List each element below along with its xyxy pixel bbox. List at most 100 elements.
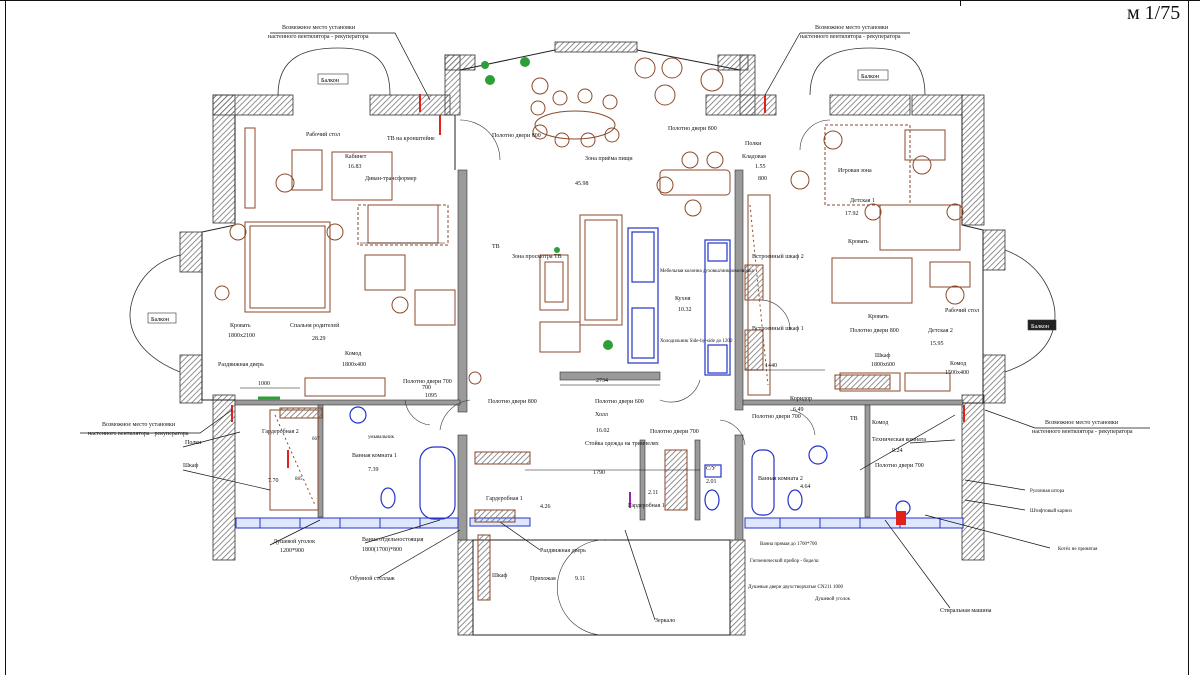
sofa-bed-label: Диван-трансформер bbox=[365, 175, 417, 182]
sheet-border-top bbox=[0, 0, 1200, 1]
ventilator-note-se-1: Возможное место установки bbox=[1045, 420, 1119, 426]
builtin-wardrobe-2: Встроенный шкаф 2 bbox=[752, 253, 804, 260]
plants bbox=[481, 57, 613, 350]
tv-label-right: ТВ bbox=[850, 416, 858, 422]
sliding-door-label-2: Раздвижная дверь bbox=[540, 548, 586, 554]
balcony-label-left: Балкон bbox=[321, 78, 340, 84]
exterior-walls bbox=[179, 41, 1006, 636]
balcony-label-west: Балкон bbox=[151, 317, 170, 323]
oven-label: Мебельная колонна духовка/микроволновка bbox=[660, 269, 755, 274]
bath-size: 1800(1700)*800 bbox=[362, 546, 402, 553]
wardrobe-label-right: Шкаф bbox=[875, 352, 891, 359]
door-700-label-3: Полотно двери 700 bbox=[752, 414, 801, 420]
dim-2734: 2734 bbox=[596, 378, 608, 384]
dresser-size-left: 1800x400 bbox=[342, 362, 366, 368]
windows bbox=[235, 517, 964, 529]
door-700-label-4: Полотно двери 700 bbox=[875, 463, 924, 469]
boiler-label: Котёл не принятая bbox=[1058, 547, 1098, 552]
work-desk-label-left: Рабочий стол bbox=[306, 131, 340, 138]
bathroom1-area: 7.39 bbox=[368, 467, 379, 473]
dresser-label-right: Комод bbox=[950, 361, 966, 367]
door-700-label-2: Полотно двери 700 bbox=[650, 429, 699, 435]
scale-label: м 1/75 bbox=[1127, 2, 1181, 24]
wc-label: С/У bbox=[706, 466, 717, 472]
hall-area: 16.02 bbox=[596, 428, 610, 434]
balcony-label-right: Балкон bbox=[861, 74, 880, 80]
dresser-size-right: 1500x400 bbox=[945, 370, 969, 376]
door-800-label-2: Полотно двери 800 bbox=[668, 126, 717, 132]
ventilator-note-right-1: Возможное место установки bbox=[815, 25, 889, 31]
door-700-label-1: Полотно двери 700 bbox=[403, 379, 452, 385]
balconies bbox=[129, 47, 1056, 373]
corridor-label: Коридор bbox=[790, 396, 812, 402]
washing-machine-label: Стиральная машина bbox=[940, 608, 992, 614]
accent-marks bbox=[258, 396, 631, 508]
ventilator-note-left-2: настенного вентилятора - рекуператора bbox=[268, 34, 369, 40]
bathroom-fixtures bbox=[349, 406, 911, 520]
ventilator-note-left-1: Возможное место установки bbox=[282, 25, 356, 31]
wardrobe-racks bbox=[279, 264, 891, 601]
balcony-label-east: Балкон bbox=[1031, 324, 1050, 330]
rack-label: Стойка одежда на тремпелях bbox=[585, 440, 659, 447]
door-800-label-3: Полотно двери 800 bbox=[850, 328, 899, 334]
wardrobe-label-hall: Шкаф bbox=[492, 572, 508, 579]
bathroom1-label: Ванная комната 1 bbox=[352, 453, 397, 459]
mirror-label: Зеркало bbox=[655, 618, 675, 624]
sheet-border-left bbox=[5, 0, 6, 675]
dim-700: 700 bbox=[422, 385, 431, 391]
hygiene-label: Гигиенический прибор - биде/ш bbox=[750, 559, 819, 564]
work-desk-label-right: Рабочий стол bbox=[945, 307, 979, 314]
nursery1-label: Детская 1 bbox=[850, 198, 875, 204]
umbrella-label: умывальник bbox=[368, 435, 395, 440]
pantry-area: 1.55 bbox=[755, 164, 766, 170]
wardrobe-size-right: 1800x600 bbox=[871, 362, 895, 368]
cabinet-label: Кабинет bbox=[345, 153, 367, 160]
dim-1440: 1440 bbox=[765, 363, 777, 369]
leader-lines bbox=[80, 32, 1150, 621]
dim-1000: 1000 bbox=[258, 381, 270, 387]
sheet-border-right bbox=[1188, 0, 1189, 675]
tv-bracket-label: ТВ на кронштейне bbox=[387, 135, 435, 142]
left-wing-furniture bbox=[214, 127, 456, 511]
interior-walls bbox=[234, 169, 964, 541]
shoe-rack-label: Обувной стеллаж bbox=[350, 575, 396, 582]
door-800-label-4: Полотно двери 800 bbox=[488, 399, 537, 405]
ventilator-marks bbox=[231, 94, 965, 525]
bath-label: Ванна отдельностоящая bbox=[362, 537, 424, 543]
tech-room-label: Техническая комната bbox=[872, 437, 926, 443]
dimension-lines bbox=[240, 242, 825, 471]
shower-door-label: Душевые двери двухстворчатые СN211 1000 bbox=[748, 585, 844, 590]
bed-label-nursery2: Кровать bbox=[868, 314, 889, 320]
shelves-label-top: Полки bbox=[745, 141, 762, 147]
dim-1790: 1790 bbox=[593, 470, 605, 476]
ventilator-note-sw-1: Возможное место установки bbox=[102, 422, 176, 428]
door-800-short: 800 bbox=[758, 176, 767, 182]
bed-size-label: 1800x2100 bbox=[228, 333, 255, 339]
hallway-entry-label: Прихожая bbox=[530, 576, 556, 582]
door-swings bbox=[404, 119, 831, 636]
wardrobe-label-left: Шкаф bbox=[183, 462, 199, 469]
wardrobe3-area: 2.11 bbox=[648, 490, 658, 496]
wardrobe2-area: 7.70 bbox=[268, 478, 279, 484]
dresser-label-tech: Комод bbox=[872, 420, 888, 426]
sheet-border-scale-left bbox=[960, 0, 961, 6]
fridge-label: Холодильник Side-by-side до 1200 bbox=[660, 339, 733, 344]
wardrobe3-label: Гардеробная 1 bbox=[628, 502, 665, 509]
wardrobe2-label: Гардеробная 2 bbox=[262, 428, 299, 435]
dim-885: 885 bbox=[295, 477, 303, 482]
pantry-label: Кладовая bbox=[742, 154, 766, 160]
corridor-area: 6.49 bbox=[793, 407, 804, 413]
dresser-label-left: Комод bbox=[345, 351, 361, 357]
bed-label-left: Кровать bbox=[230, 323, 251, 329]
dim-1095: 1095 bbox=[425, 393, 437, 399]
play-zone-label: Игровая зона bbox=[838, 168, 872, 174]
ventilator-note-se-2: настенного вентилятора - рекуператора bbox=[1032, 429, 1133, 435]
hallway-entry-area: 9.11 bbox=[575, 576, 585, 582]
nursery2-label: Детская 2 bbox=[928, 328, 953, 334]
living-zone-label: Зона приёма пищи bbox=[585, 156, 633, 162]
roller-blind-label: Рулонная штора bbox=[1030, 489, 1065, 494]
shower-size: 1200*900 bbox=[280, 548, 304, 554]
hall-label: Холл bbox=[595, 412, 608, 418]
